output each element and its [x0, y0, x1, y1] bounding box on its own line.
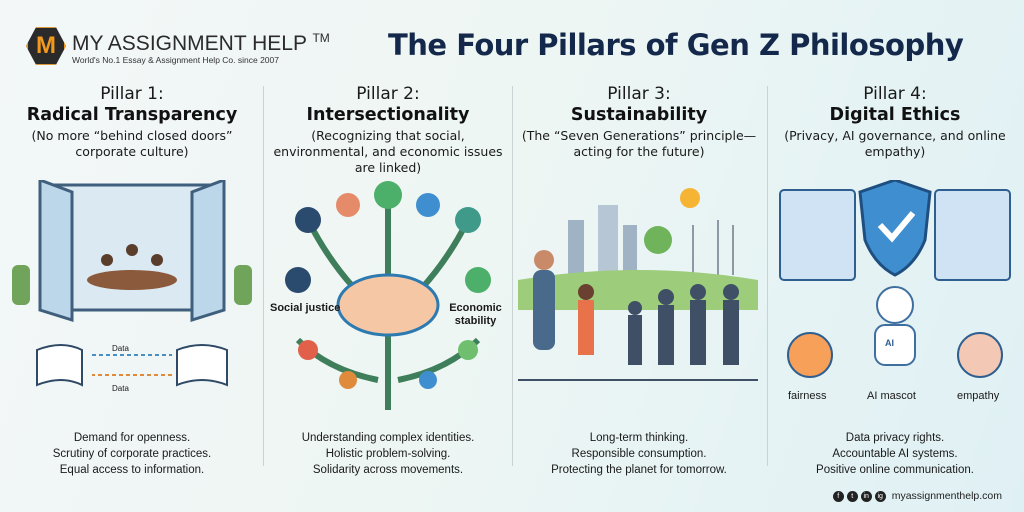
- pillar-2-header: Pillar 2: Intersectionality (Recognizing…: [273, 84, 503, 175]
- divider: [512, 86, 513, 466]
- brand-tagline: World's No.1 Essay & Assignment Help Co.…: [72, 55, 279, 65]
- pillar-1-header: Pillar 1: Radical Transparency (No more …: [26, 84, 238, 159]
- linkedin-icon[interactable]: in: [860, 490, 872, 502]
- brand-logo: M MY ASSIGNMENT HELP TM World's No.1 Ess…: [26, 26, 330, 66]
- pillar-3-points: Long-term thinking. Responsible consumpt…: [551, 432, 727, 476]
- pillar-3-header: Pillar 3: Sustainability (The “Seven Gen…: [521, 84, 757, 159]
- pillar-4-header: Pillar 4: Digital Ethics (Privacy, AI go…: [784, 84, 1006, 159]
- instagram-icon[interactable]: ig: [874, 490, 886, 502]
- digital-ethics-illustration: AI fairness AI mascot empathy: [775, 178, 1015, 410]
- logo-icon: M: [26, 27, 66, 65]
- facebook-icon[interactable]: f: [832, 490, 844, 502]
- footer: f t in ig myassignmenthelp.com: [832, 490, 1002, 502]
- sustainability-illustration: [518, 180, 758, 410]
- divider: [767, 86, 768, 466]
- ai-shield-icon: [779, 178, 1011, 378]
- pillar-4-points: Data privacy rights. Accountable AI syst…: [816, 432, 974, 476]
- website-link[interactable]: myassignmenthelp.com: [891, 490, 1002, 502]
- open-doors-office-icon: [12, 177, 252, 387]
- tree-icon: [285, 181, 491, 410]
- twitter-icon[interactable]: t: [846, 490, 858, 502]
- intersectionality-tree-illustration: Social justice Economic stability: [268, 180, 508, 410]
- generations-walking-icon: [518, 188, 758, 381]
- divider: [263, 86, 264, 466]
- pillar-2-points: Understanding complex identities. Holist…: [301, 432, 475, 476]
- page-title: The Four Pillars of Gen Z Philosophy: [388, 28, 964, 62]
- transparency-illustration: Data Data: [12, 177, 252, 410]
- brand-name: MY ASSIGNMENT HELP: [72, 32, 307, 55]
- pillar-1-points: Demand for openness. Scrutiny of corpora…: [52, 432, 212, 476]
